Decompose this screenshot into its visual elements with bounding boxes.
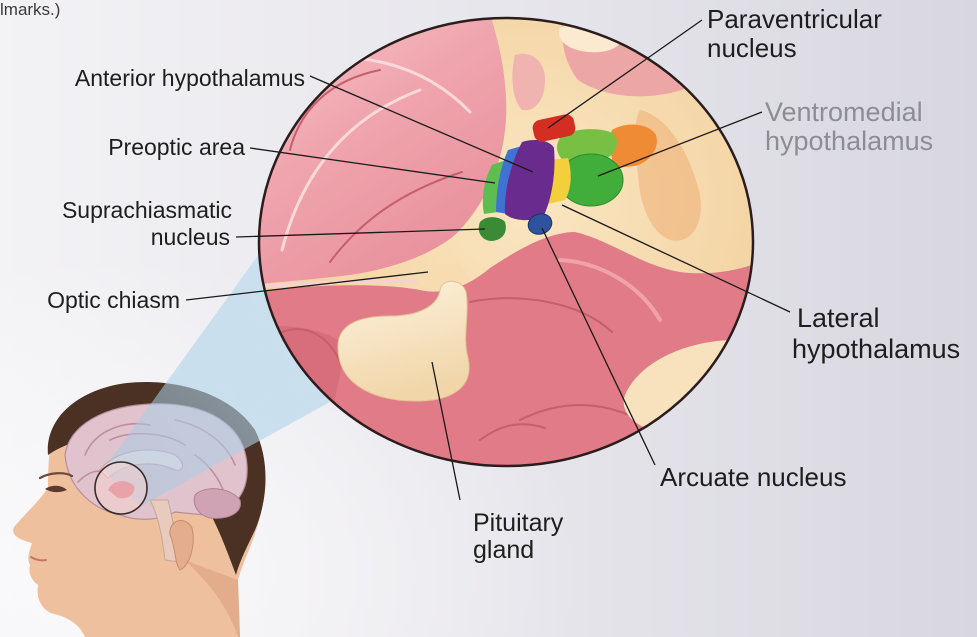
label-preoptic-area: Preoptic area [108, 134, 245, 160]
label-ventromedial-hypothalamus-line2: hypothalamus [765, 126, 933, 156]
label-pituitary-gland-line2: gland [473, 536, 534, 564]
label-suprachiasmatic-nucleus-line2: nucleus [151, 224, 230, 250]
label-paraventricular-nucleus-line2: nucleus [707, 33, 797, 63]
label-pituitary-gland-line1: Pituitary [473, 509, 564, 537]
label-anterior-hypothalamus: Anterior hypothalamus [75, 65, 305, 91]
label-ventromedial-hypothalamus-line1: Ventromedial [765, 97, 923, 127]
label-arcuate-nucleus: Arcuate nucleus [660, 462, 846, 492]
page-text-fragment: lmarks.) [0, 0, 60, 19]
label-paraventricular-nucleus-line1: Paraventricular [707, 4, 882, 34]
label-lateral-hypothalamus-line1: Lateral [797, 303, 880, 333]
label-suprachiasmatic-nucleus-line1: Suprachiasmatic [62, 197, 232, 223]
label-lateral-hypothalamus-line2: hypothalamus [792, 334, 960, 364]
label-optic-chiasm: Optic chiasm [47, 287, 180, 313]
